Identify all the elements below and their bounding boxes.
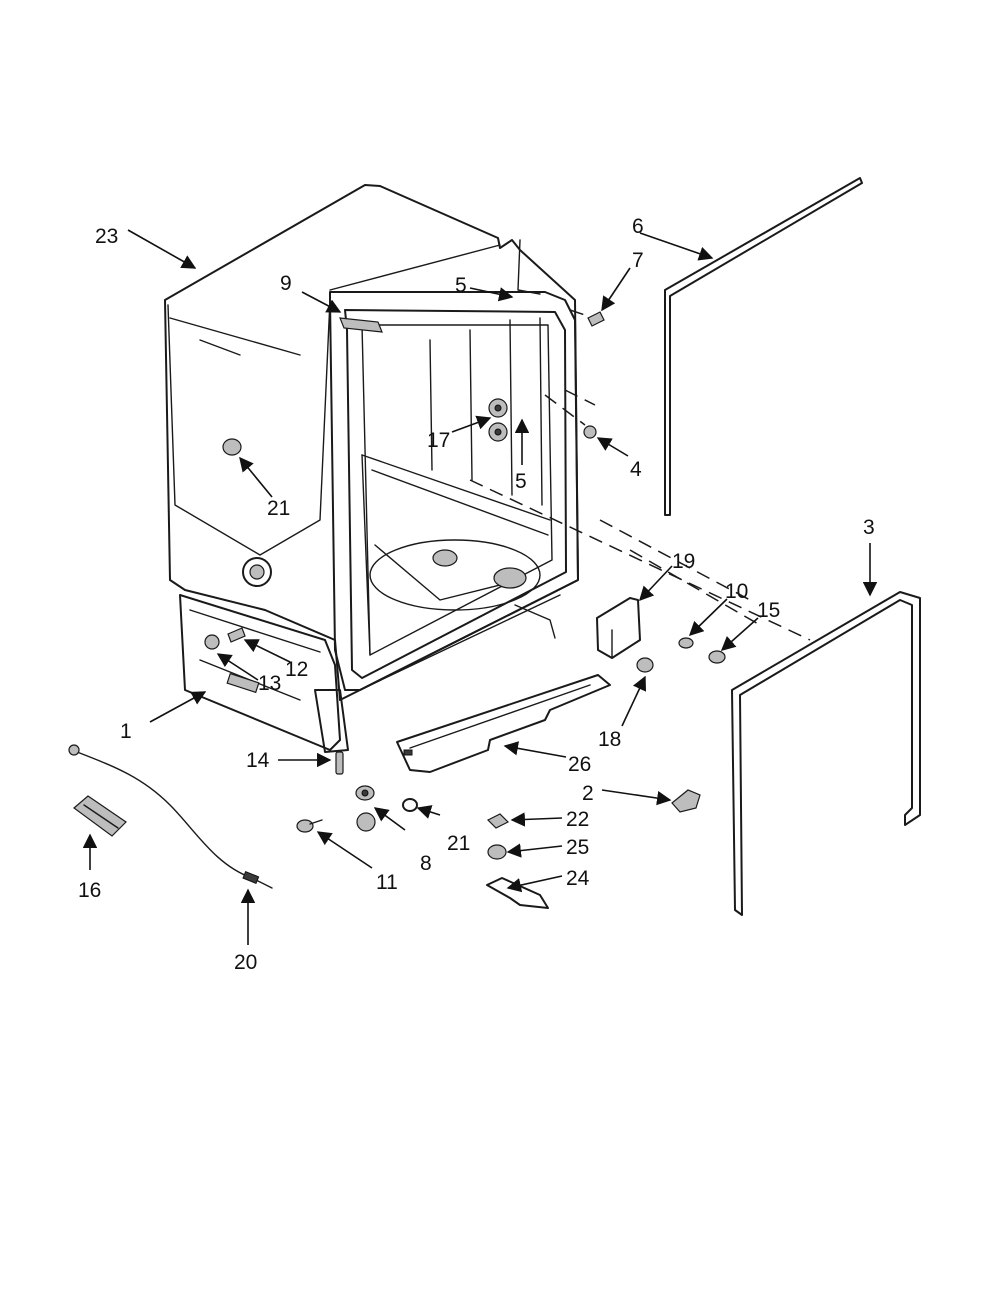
bracket-2	[671, 789, 701, 813]
callout-19: 19	[672, 550, 695, 573]
callout-23: 23	[95, 225, 118, 248]
wire-harness-20	[68, 744, 273, 889]
insulation-16	[73, 795, 127, 837]
callout-26: 26	[568, 753, 591, 776]
bracket-19	[596, 597, 641, 659]
screw-18	[636, 657, 654, 673]
callout-16: 16	[78, 879, 101, 902]
nut-17	[488, 398, 508, 442]
callout-25: 25	[566, 836, 589, 859]
callout-24: 24	[566, 867, 590, 890]
leader-arrows	[82, 229, 878, 945]
callout-21-side: 21	[267, 497, 290, 520]
grommet-13	[204, 634, 220, 650]
callout-5-lower: 5	[515, 470, 527, 493]
callout-5-upper: 5	[455, 274, 467, 297]
grommet-8	[355, 785, 376, 832]
dishwasher-tub-assembly	[164, 184, 579, 753]
callout-6: 6	[632, 215, 644, 238]
callout-4: 4	[630, 458, 642, 481]
callout-22: 22	[566, 808, 589, 831]
callout-10: 10	[725, 580, 748, 603]
callout-21-bottom: 21	[447, 832, 470, 855]
callout-17: 17	[427, 429, 450, 452]
screw-12	[227, 627, 246, 643]
callout-12: 12	[285, 658, 308, 681]
screw-11	[296, 819, 323, 833]
callout-18: 18	[598, 728, 621, 751]
bracket-24	[486, 877, 549, 909]
shield-26	[396, 674, 611, 773]
callout-20: 20	[234, 951, 257, 974]
screw-7	[587, 311, 605, 327]
clip-4	[583, 425, 597, 439]
callout-labels: 23 9 6 7 5 17 5 4 21 3 19 10 15 12 13 1 …	[78, 215, 875, 974]
callout-3: 3	[863, 516, 875, 539]
callout-2: 2	[582, 782, 594, 805]
clip-22	[486, 813, 510, 829]
washer-10	[678, 637, 694, 649]
side-panel-6	[664, 177, 863, 516]
callout-9: 9	[280, 272, 292, 295]
foot-25	[487, 844, 507, 860]
callout-8: 8	[420, 852, 432, 875]
screw-15	[708, 650, 726, 664]
callout-13: 13	[258, 672, 281, 695]
callout-7: 7	[632, 249, 644, 272]
pin-14	[335, 751, 344, 775]
bumper-21-bottom	[402, 798, 418, 812]
callout-15: 15	[757, 599, 780, 622]
callout-11: 11	[376, 871, 398, 894]
callout-1: 1	[120, 720, 132, 743]
callout-14: 14	[246, 749, 270, 772]
door-gasket-3	[731, 591, 921, 916]
